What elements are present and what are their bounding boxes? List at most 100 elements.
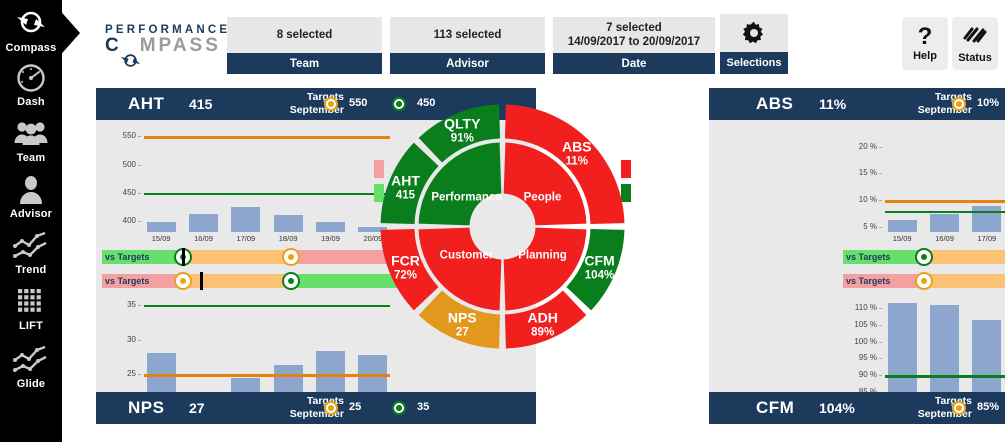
vs-targets-segment <box>183 250 291 264</box>
donut-inner-label-performance: Performance <box>431 192 501 204</box>
date-filter-range: 14/09/2017 to 20/09/2017 <box>567 36 701 48</box>
team-filter-button[interactable]: 8 selected Team <box>227 17 382 74</box>
y-axis-tick: 400 <box>122 215 136 225</box>
donut-inner-label-planning: Planning <box>518 250 567 262</box>
sidebar-item-label: Team <box>16 152 46 164</box>
donut-inner-performance[interactable] <box>418 142 502 226</box>
advisor-filter-caption: Advisor <box>390 53 545 74</box>
x-axis-tick-label: 15/09 <box>151 234 171 243</box>
y-axis-tickmark <box>879 375 882 377</box>
vs-targets-segment <box>183 274 291 288</box>
chart-bar[interactable] <box>273 214 303 232</box>
brand-line-1: PERFORMANCE <box>105 24 231 36</box>
chart-bar[interactable] <box>887 303 917 402</box>
compass-icon <box>0 8 62 42</box>
y-axis-tickmark <box>879 341 882 343</box>
chart-bar[interactable] <box>887 220 917 232</box>
donut-outer-code-adh: ADH <box>528 310 558 326</box>
sidebar-item-glide[interactable]: Glide <box>0 344 62 390</box>
status-bars-icon <box>962 24 988 50</box>
abs-bar-chart[interactable]: 20 %15 %10 %5 %15/0916/0917/0918/0919/09… <box>843 124 1005 246</box>
y-axis-tick: 15 % <box>858 168 877 178</box>
donut-outer-value-abs: 11% <box>566 155 588 167</box>
vs-targets-label: vs Targets <box>846 252 891 262</box>
amber-target-line <box>885 200 1005 203</box>
chart-bar[interactable] <box>930 214 959 232</box>
sidebar-item-dash[interactable]: Dash <box>0 62 62 108</box>
x-axis-tick-label: 16/09 <box>935 234 954 243</box>
amber-target-line <box>144 374 390 377</box>
vs-targets-segment <box>291 274 402 288</box>
cfm-vs-targets-strip[interactable]: vs Targets <box>843 272 1005 290</box>
chart-bar[interactable] <box>231 207 261 232</box>
y-axis-tickmark <box>138 192 141 194</box>
donut-inner-people[interactable] <box>503 142 587 226</box>
chart-bar[interactable] <box>146 221 176 232</box>
sidebar-item-lift[interactable]: LIFT <box>0 286 62 332</box>
vs-targets-label: vs Targets <box>846 276 891 286</box>
chart-bar[interactable] <box>972 320 1002 402</box>
vs-targets-segment <box>102 250 183 264</box>
chart-bar[interactable] <box>189 214 218 232</box>
sidebar-item-advisor[interactable]: Advisor <box>0 174 62 220</box>
donut-outer-cfm[interactable] <box>566 228 625 311</box>
question-mark-icon: ? <box>917 22 933 50</box>
aht-amber-target-value: 550 <box>349 97 368 109</box>
advisor-filter-button[interactable]: 113 selected Advisor <box>390 17 545 74</box>
donut-outer-value-qlty: 91% <box>451 132 474 144</box>
donut-outer-code-abs: ABS <box>562 138 592 154</box>
aht-green-target-value: 450 <box>417 97 436 109</box>
x-axis-tick-label: 16/09 <box>194 234 213 243</box>
y-axis-tick: 20 % <box>858 141 877 151</box>
aht-green-target-dot <box>392 97 406 111</box>
date-filter-button[interactable]: 7 selected 14/09/2017 to 20/09/2017 Date <box>553 17 715 74</box>
y-axis-tick: 10 % <box>858 195 877 204</box>
sidebar-item-compass[interactable]: Compass <box>0 8 62 54</box>
donut-outer-aht[interactable] <box>380 142 439 225</box>
donut-outer-qlty[interactable] <box>418 104 501 163</box>
chart-bar[interactable] <box>358 226 388 232</box>
y-axis-tick: 25 <box>127 369 136 379</box>
nps-vs-targets-strip[interactable]: vs Targets <box>102 272 402 290</box>
sidebar-item-trend[interactable]: Trend <box>0 230 62 276</box>
amber-threshold-marker <box>915 272 933 290</box>
green-target-line <box>885 210 1005 214</box>
status-label: Status <box>958 51 992 64</box>
aht-value: 415 <box>189 96 213 112</box>
donut-outer-adh[interactable] <box>504 290 587 349</box>
donut-outer-nps[interactable] <box>418 290 501 349</box>
donut-inner-label-customer: Customer <box>440 250 494 262</box>
y-axis-tick: 450 <box>122 187 136 197</box>
sidebar-item-team[interactable]: Team <box>0 118 62 164</box>
y-axis-tickmark <box>879 173 882 175</box>
aht-code: AHT <box>128 94 165 113</box>
x-axis-tick-label: 20/09 <box>363 234 383 243</box>
abs-vs-targets-strip[interactable]: vs Targets <box>843 248 1005 266</box>
chart-bar[interactable] <box>316 221 345 232</box>
selections-button[interactable]: Selections <box>720 14 788 74</box>
y-axis-tickmark <box>138 164 141 166</box>
y-axis-tick: 100 % <box>854 336 877 346</box>
donut-outer-abs[interactable] <box>504 104 625 225</box>
donut-inner-planning[interactable] <box>503 227 587 311</box>
abs-amber-target-value: 10% <box>977 97 1000 109</box>
status-button[interactable]: Status <box>952 17 998 70</box>
current-value-needle <box>181 248 185 266</box>
nps-code: NPS <box>128 398 165 417</box>
donut-outer-value-cfm: 104% <box>585 270 614 282</box>
brand-logo: PERFORMANCE C MPASS <box>105 24 231 67</box>
y-axis-tickmark <box>879 146 882 148</box>
donut-inner-customer[interactable] <box>418 227 502 311</box>
donut-outer-fcr[interactable] <box>380 228 439 311</box>
brand-line-2-suffix: MPASS <box>139 35 221 56</box>
aht-vs-targets-strip[interactable]: vs Targets <box>102 248 402 266</box>
abs-code: ABS <box>756 94 794 113</box>
chart-bar[interactable] <box>930 304 959 402</box>
help-button[interactable]: ? Help <box>902 17 948 70</box>
abs-amber-target-dot <box>952 97 966 111</box>
